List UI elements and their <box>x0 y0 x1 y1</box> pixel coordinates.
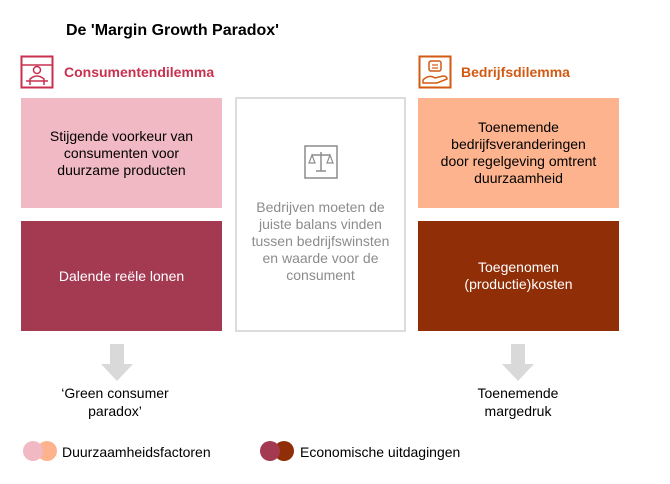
sustainability-legend-icon <box>23 441 57 461</box>
margin-pressure-result: Toenemende margedruk <box>477 385 559 419</box>
legend-economic-label: Economische uitdagingen <box>300 444 461 460</box>
consumer-icon <box>20 55 54 89</box>
increased-costs-box: Toegenomen (productie)kosten <box>418 221 619 331</box>
regulation-changes-box: Toenemende bedrijfsveranderingen door re… <box>418 98 619 208</box>
arrow-down-icon <box>101 344 133 381</box>
falling-wages-text: Dalende reële lonen <box>58 267 185 284</box>
legend-sustainability-label: Duurzaamheidsfactoren <box>62 444 211 460</box>
business-icon <box>418 55 452 89</box>
business-dilemma-heading: Bedrijfsdilemma <box>461 64 570 80</box>
falling-wages-box: Dalende reële lonen <box>21 221 222 331</box>
regulation-changes-text: Toenemende bedrijfsveranderingen door re… <box>440 119 597 186</box>
consumer-preference-text: Stijgende voorkeur van consumenten voor … <box>49 127 194 178</box>
balance-scale-icon <box>303 145 338 179</box>
economic-legend-icon <box>260 441 294 461</box>
arrow-down-icon <box>502 344 534 381</box>
consumer-dilemma-heading: Consumentendilemma <box>64 64 215 80</box>
increased-costs-text: Toegenomen (productie)kosten <box>464 259 573 292</box>
balance-box: Bedrijven moeten de juiste balans vinden… <box>235 97 406 332</box>
balance-text: Bedrijven moeten de juiste balans vinden… <box>251 199 390 283</box>
page-title: De 'Margin Growth Paradox' <box>66 22 279 39</box>
green-consumer-paradox-result: ‘Green consumer paradox’ <box>61 385 169 419</box>
consumer-preference-box: Stijgende voorkeur van consumenten voor … <box>21 98 222 208</box>
